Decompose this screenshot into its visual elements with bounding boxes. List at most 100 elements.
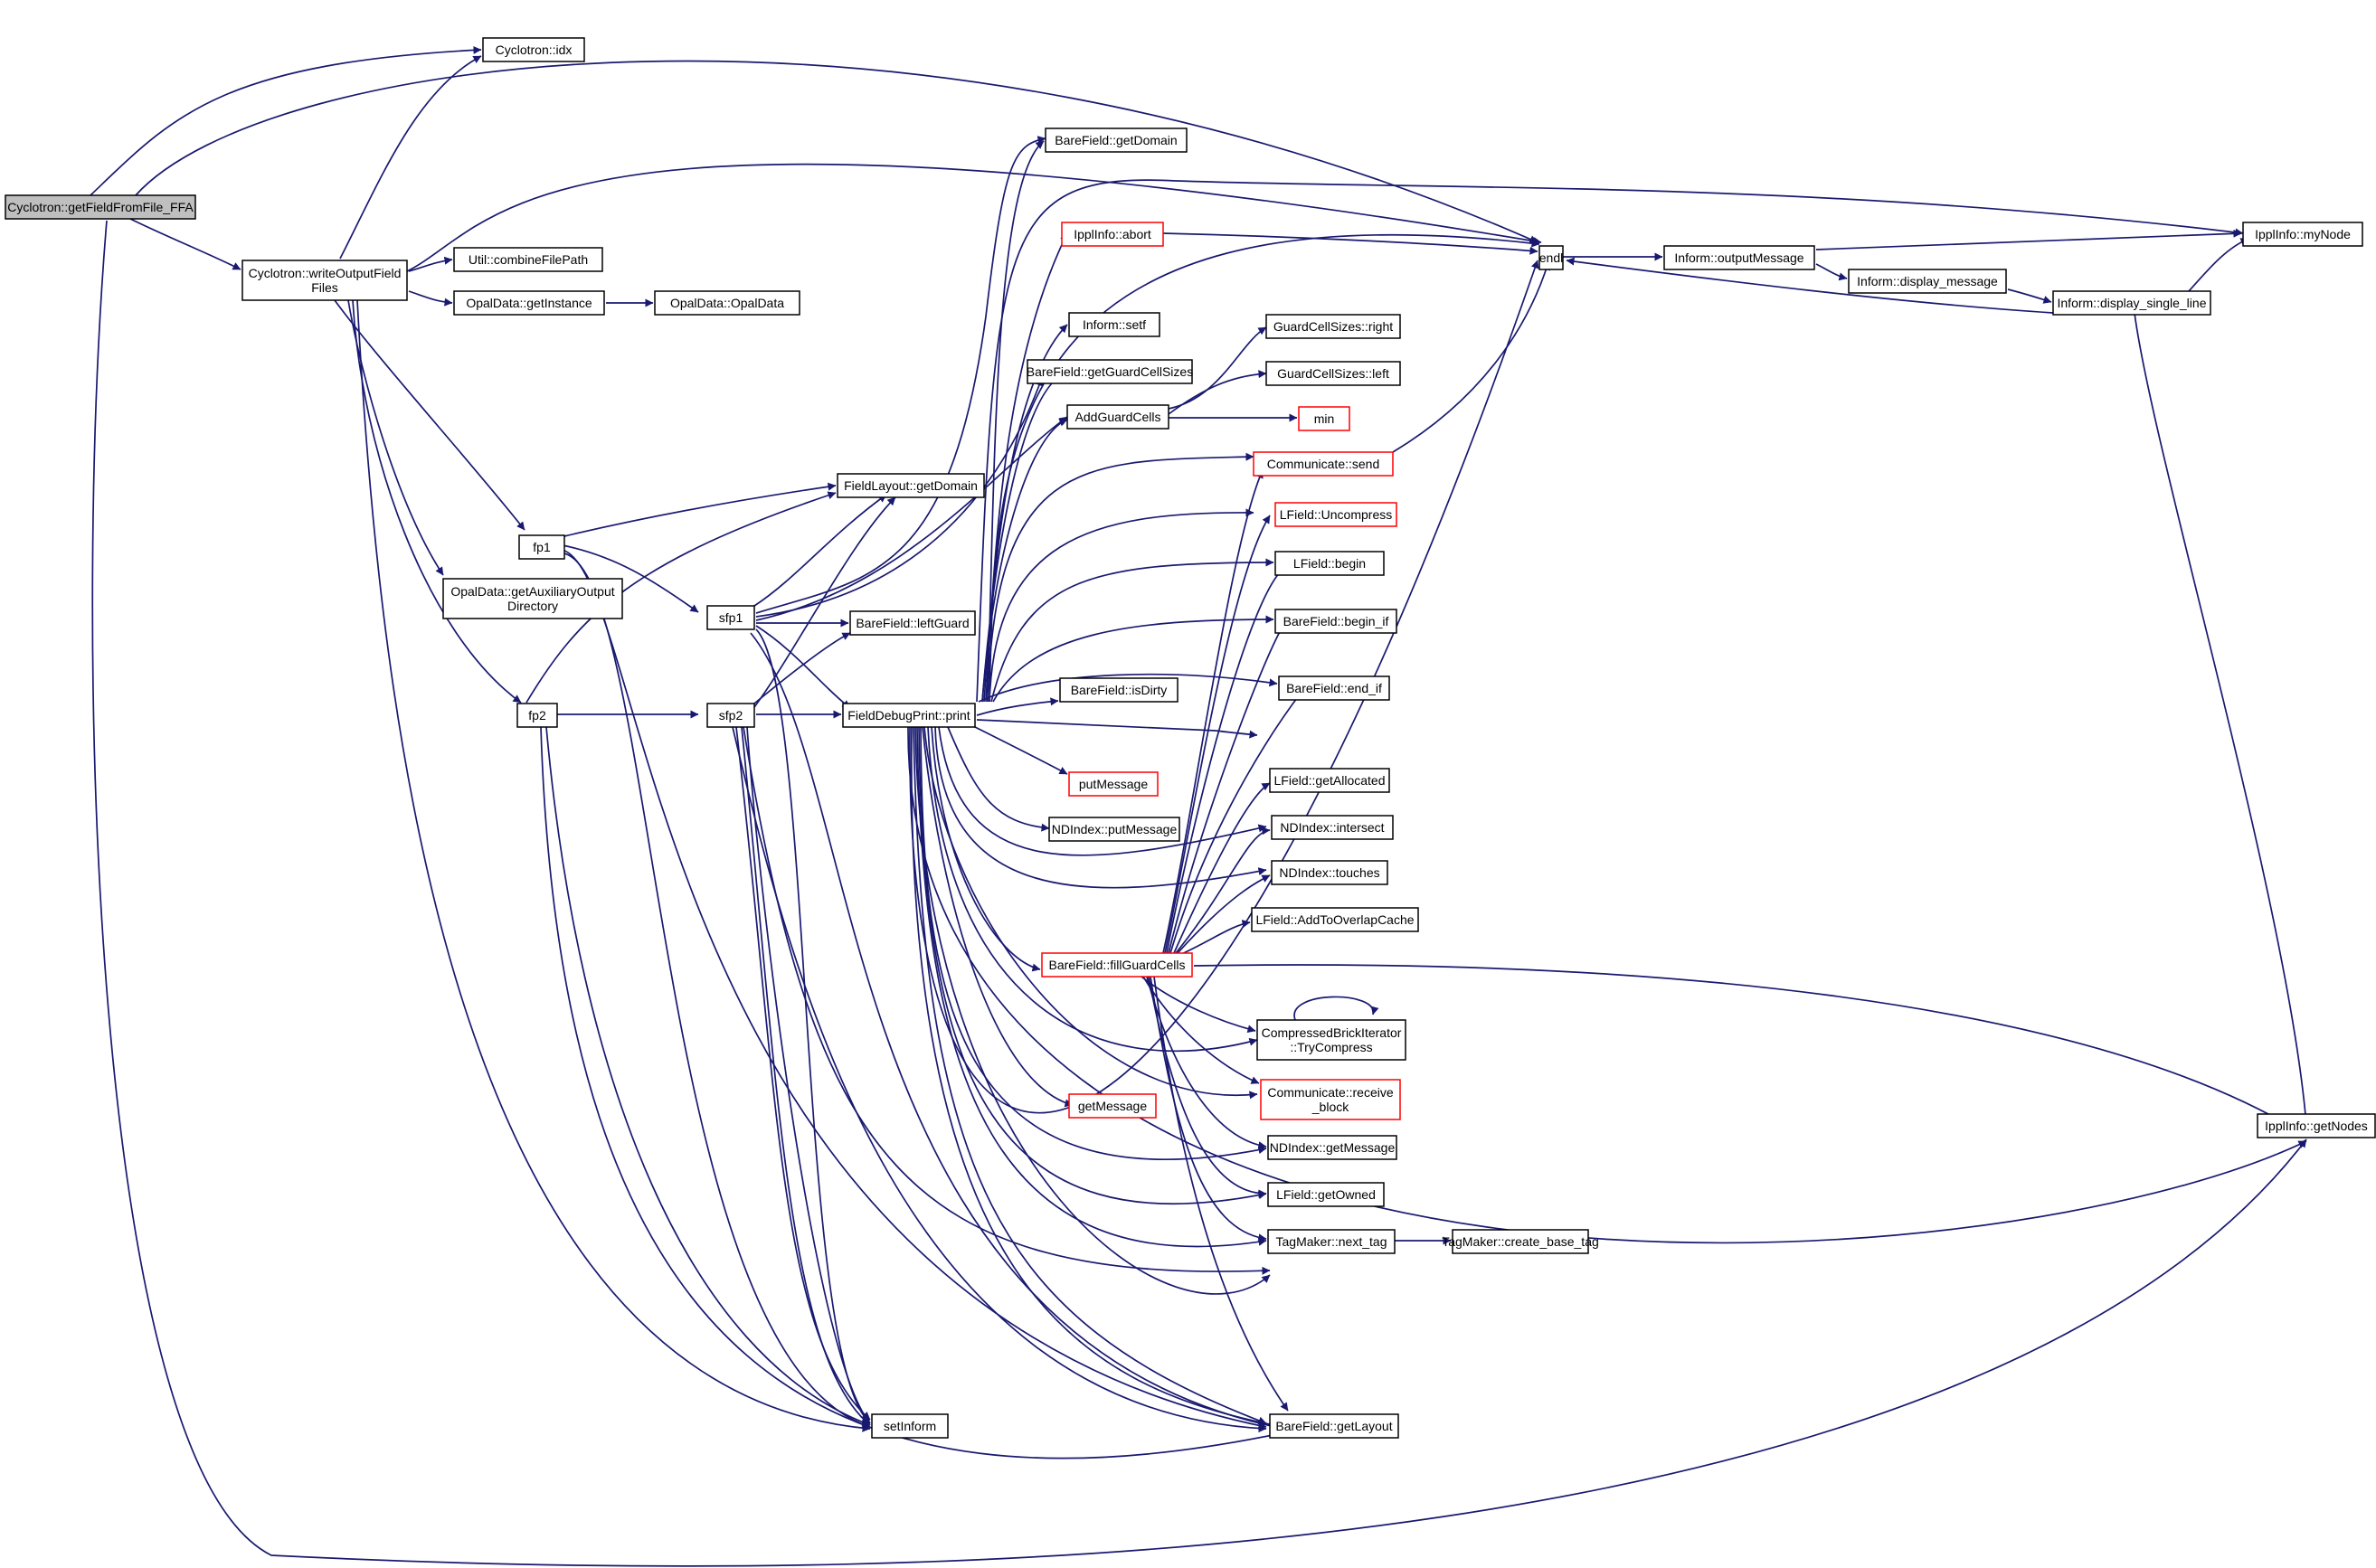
node-label: Inform::display_message (1857, 274, 1998, 288)
node-box (2052, 290, 2211, 316)
function-node-combine[interactable]: Util::combineFilePath (453, 247, 603, 272)
edge (755, 625, 851, 709)
edge (562, 544, 699, 613)
edge (1168, 370, 1267, 415)
function-node-setinform[interactable]: setInform (871, 1413, 949, 1439)
function-node-putmsg[interactable]: putMessage (1068, 771, 1159, 797)
function-node-gcs_right[interactable]: GuardCellSizes::right (1265, 314, 1401, 339)
node-box (442, 578, 623, 619)
function-node-gcs_left[interactable]: GuardCellSizes::left (1265, 361, 1401, 386)
node-label: NDIndex::putMessage (1052, 822, 1178, 836)
edge (1146, 976, 1267, 1150)
node-box (654, 290, 800, 316)
node-label: sfp2 (719, 708, 743, 723)
node-box (241, 260, 408, 301)
edge (923, 726, 1258, 1100)
function-node-dispmsg[interactable]: Inform::display_message (1848, 269, 2007, 294)
function-node-end_if[interactable]: BareField::end_if (1278, 675, 1390, 701)
function-node-opaldata[interactable]: OpalData::OpalData (654, 290, 800, 316)
node-box (1274, 551, 1385, 576)
edge (1293, 996, 1379, 1021)
node-box (1663, 245, 1815, 270)
function-node-sfp1[interactable]: sfp1 (706, 605, 755, 630)
edge (743, 726, 1271, 1275)
function-node-displine[interactable]: Inform::display_single_line (2052, 290, 2211, 316)
edge (1162, 469, 1264, 954)
function-node-fillgc[interactable]: BareField::fillGuardCells (1041, 952, 1193, 978)
function-node-getmsg[interactable]: getMessage (1068, 1093, 1157, 1119)
edge (339, 55, 482, 260)
edge (934, 726, 1267, 889)
function-node-getowned[interactable]: LField::getOwned (1267, 1182, 1385, 1207)
function-node-getalloc[interactable]: LField::getAllocated (1269, 768, 1390, 793)
edge (1166, 567, 1285, 954)
node-label: Communicate::send (1267, 457, 1380, 471)
function-node-outmsg[interactable]: Inform::outputMessage (1663, 245, 1815, 270)
edge (2007, 288, 2052, 304)
function-node-getinst[interactable]: OpalData::getInstance (453, 290, 605, 316)
node-box (1265, 314, 1401, 339)
edge (976, 719, 1258, 739)
node-box (837, 473, 985, 498)
function-node-fdp_print[interactable]: FieldDebugPrint::print (842, 703, 976, 728)
edge (1141, 976, 1256, 1034)
node-box (1269, 1413, 1399, 1439)
function-node-uncompress[interactable]: LField::Uncompress (1274, 502, 1397, 527)
edge (916, 726, 1267, 1248)
edge (1164, 515, 1271, 954)
function-node-gcsizes[interactable]: BareField::getGuardCellSizes (1027, 359, 1193, 384)
function-node-intersect[interactable]: NDIndex::intersect (1271, 815, 1394, 840)
function-node-fp1[interactable]: fp1 (518, 534, 565, 560)
function-node-touches[interactable]: NDIndex::touches (1271, 860, 1388, 885)
edge (913, 726, 1267, 1425)
node-label: fp2 (528, 708, 546, 723)
function-node-fp2[interactable]: fp2 (516, 703, 558, 728)
function-node-basetag[interactable]: TagMaker::create_base_tag (1442, 1229, 1599, 1254)
function-node-overlap[interactable]: LField::AddToOverlapCache (1251, 907, 1419, 932)
function-node-getnodes[interactable]: IpplInfo::getNodes (2257, 1113, 2376, 1138)
node-box (1848, 269, 2007, 294)
function-node-lf_begin[interactable]: LField::begin (1274, 551, 1385, 576)
edge (922, 726, 1074, 1108)
function-node-abort[interactable]: IpplInfo::abort (1061, 222, 1164, 247)
function-node-sfp2[interactable]: sfp2 (706, 703, 755, 728)
node-box (518, 534, 565, 560)
function-node-nd_getmsg[interactable]: NDIndex::getMessage (1267, 1135, 1397, 1160)
node-label: OpalData::getAuxiliaryOutput (450, 584, 614, 599)
function-node-nexttag[interactable]: TagMaker::next_tag (1267, 1229, 1396, 1254)
function-node-begin_if[interactable]: BareField::begin_if (1274, 609, 1397, 634)
function-node-isdirty[interactable]: BareField::isDirty (1059, 677, 1179, 703)
function-node-send[interactable]: Communicate::send (1253, 451, 1394, 477)
node-label: BareField::getDomain (1055, 133, 1177, 147)
function-node-endl[interactable]: endl (1538, 245, 1564, 270)
edge (1566, 257, 2054, 314)
function-node-bf_getdomain[interactable]: BareField::getDomain (1045, 128, 1188, 153)
edge (927, 726, 1258, 1053)
node-label: Cyclotron::idx (496, 43, 573, 57)
edge (408, 290, 453, 307)
edge (1142, 976, 1260, 1084)
edge (746, 726, 871, 1424)
function-node-setf[interactable]: Inform::setf (1068, 312, 1160, 337)
function-node-addgc[interactable]: AddGuardCells (1066, 404, 1169, 430)
function-node-nd_putmsg[interactable]: NDIndex::putMessage (1048, 817, 1180, 842)
function-node-idx[interactable]: Cyclotron::idx (482, 37, 585, 62)
edge (1392, 261, 1550, 453)
node-label: LField::Uncompress (1280, 507, 1393, 522)
function-node-root[interactable]: Cyclotron::getFieldFromFile_FFA (5, 194, 196, 220)
node-box (1271, 860, 1388, 885)
edge (992, 615, 1274, 703)
function-node-recvblock[interactable]: Communicate::receive_block (1260, 1079, 1401, 1120)
function-node-mynode[interactable]: IpplInfo::myNode (2242, 222, 2363, 247)
function-node-leftguard[interactable]: BareField::leftGuard (849, 610, 976, 636)
edge (755, 377, 1044, 618)
function-node-fl_getdomain[interactable]: FieldLayout::getDomain (837, 473, 985, 498)
function-node-min[interactable]: min (1298, 406, 1350, 431)
function-node-trycompress[interactable]: CompressedBrickIterator::TryCompress (1256, 1019, 1406, 1061)
edge (920, 726, 1267, 1160)
edge (1153, 976, 1289, 1412)
function-node-getlayout[interactable]: BareField::getLayout (1269, 1413, 1399, 1439)
node-box (453, 290, 605, 316)
